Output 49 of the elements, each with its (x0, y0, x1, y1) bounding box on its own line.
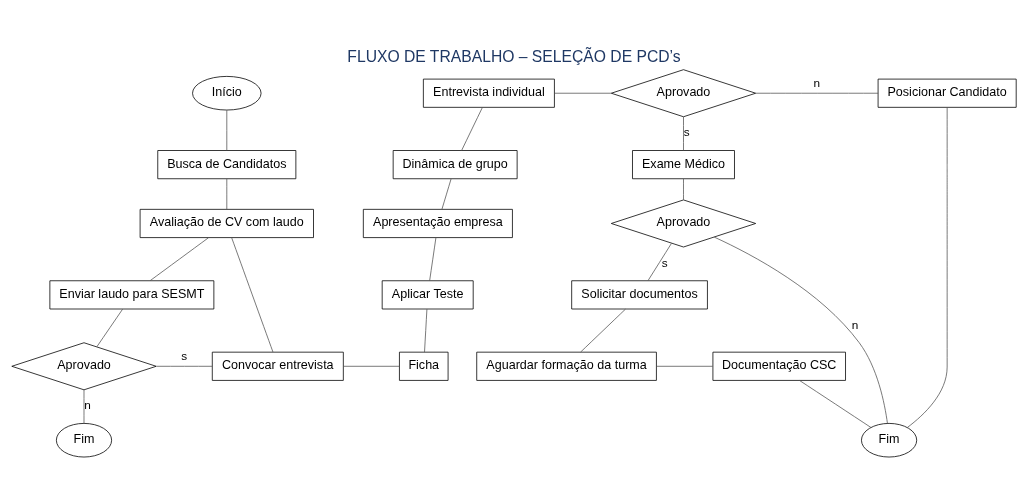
node-ellipse: Início (192, 76, 262, 111)
node-diamond: Aprovado (610, 69, 757, 118)
connector (343, 365, 400, 367)
connector (226, 109, 228, 151)
node-ellipse: Fim (56, 423, 112, 458)
connector (424, 308, 428, 353)
diagram-title: FLUXO DE TRABALHO – SELEÇÃO DE PCD’s (347, 47, 681, 65)
connector (226, 178, 228, 210)
edge-label: s (181, 349, 188, 363)
node-box: Ficha (399, 351, 449, 381)
node-box: Convocar entrevista (211, 351, 344, 381)
connector (83, 389, 85, 424)
node-box: Aguardar formação da turma (476, 351, 657, 381)
connector (656, 365, 714, 367)
connector (755, 92, 879, 94)
node-box: Busca de Candidatos (157, 150, 297, 180)
node-box: Apresentação empresa (362, 208, 513, 238)
node-box: Dinâmica de grupo (392, 150, 518, 180)
node-box: Solicitar documentos (571, 280, 708, 310)
connector (429, 237, 437, 282)
node-box: Entrevista individual (423, 78, 555, 108)
connector (149, 237, 209, 282)
edge-label: s (661, 255, 668, 269)
connector (713, 236, 888, 424)
edge-label: s (683, 125, 690, 139)
node-diamond: Aprovado (610, 199, 757, 248)
connector (96, 308, 124, 348)
edge-label: n (813, 75, 821, 89)
node-box: Enviar laudo para SESMT (49, 280, 215, 310)
node-box: Avaliação de CV com laudo (139, 208, 314, 238)
node-box: Posicionar Candidato (877, 78, 1017, 108)
connector (156, 365, 213, 367)
node-diamond: Aprovado (11, 342, 157, 391)
node-ellipse: Fim (861, 423, 918, 458)
connector (554, 92, 612, 94)
connector (441, 178, 452, 210)
connector (907, 107, 948, 428)
connector (231, 237, 274, 353)
edge-label: n (851, 317, 859, 331)
connector (683, 116, 684, 151)
node-box: Aplicar Teste (381, 280, 474, 310)
connector (580, 308, 626, 353)
connector (461, 107, 483, 151)
connector (647, 242, 672, 281)
edge-label: n (84, 398, 91, 412)
node-box: Documentação CSC (712, 351, 846, 381)
connector (683, 178, 684, 201)
node-box: Exame Médico (632, 150, 735, 180)
connector (799, 380, 872, 428)
